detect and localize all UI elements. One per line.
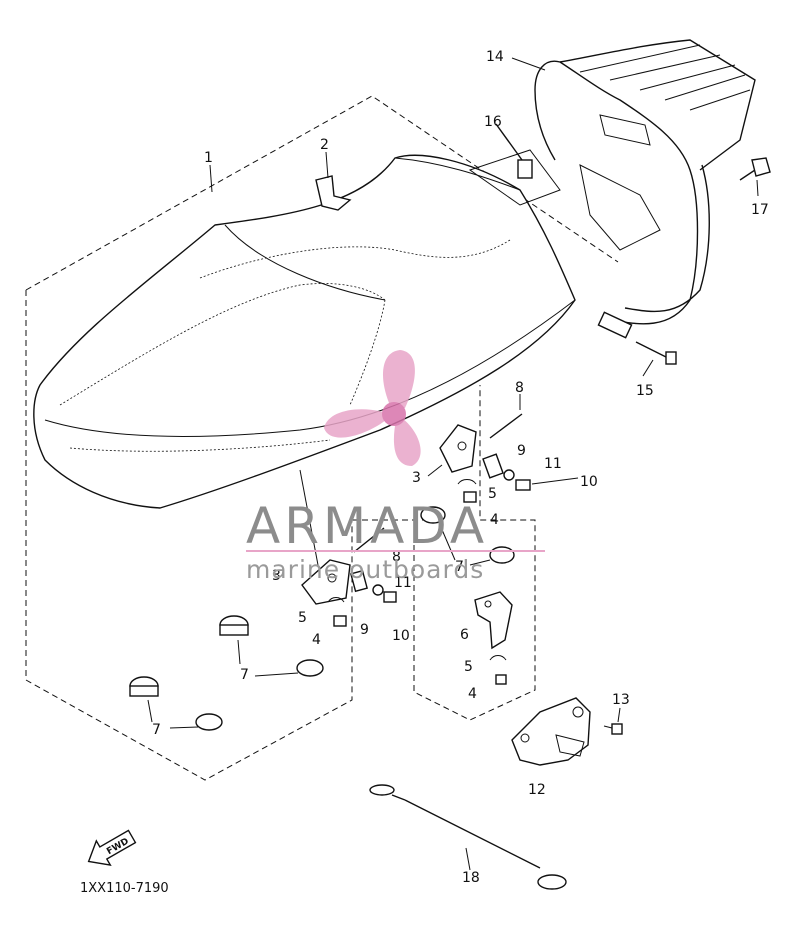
callout-7-front-a: 7 xyxy=(240,667,249,683)
callout-7-rear: 7 xyxy=(455,559,464,575)
front-damper-7f xyxy=(169,713,223,731)
callout-8-front: 8 xyxy=(392,549,401,565)
leader-lines xyxy=(209,57,546,566)
seat-hook xyxy=(315,175,352,211)
callout-9-rear: 9 xyxy=(517,443,526,459)
callout-3-front: 3 xyxy=(272,568,281,584)
callout-7-front-b: 7 xyxy=(152,722,161,738)
watermark: ARMADA marine outboards xyxy=(246,350,545,584)
catalog-code: 1XX110-7190 xyxy=(80,881,169,896)
rear-washer-11 xyxy=(503,469,515,481)
callout-14: 14 xyxy=(486,49,504,65)
callout-13: 13 xyxy=(612,692,630,708)
rear-washer-5 xyxy=(457,479,477,485)
callout-18: 18 xyxy=(462,870,480,886)
rear-damper-7a xyxy=(420,506,456,561)
callout-4-rear: 4 xyxy=(490,512,499,528)
callout-9-front: 9 xyxy=(360,622,369,638)
lock-hook-6 xyxy=(474,591,513,685)
watermark-tagline: marine outboards xyxy=(246,555,484,584)
callout-15: 15 xyxy=(636,383,654,399)
front-bracket-3 xyxy=(301,559,351,605)
callout-5-lower: 5 xyxy=(464,659,473,675)
front-clip-9 xyxy=(350,569,368,593)
seat xyxy=(33,154,576,509)
rear-bracket-3 xyxy=(439,424,477,473)
callout-10-rear: 10 xyxy=(580,474,598,490)
callout-4-lower: 4 xyxy=(468,686,477,702)
callout-6: 6 xyxy=(460,627,469,643)
callout-16: 16 xyxy=(484,114,502,130)
bolt-15 xyxy=(635,341,677,377)
callout-11-rear: 11 xyxy=(544,456,562,472)
rear-clip-9 xyxy=(482,453,504,479)
bolt-17 xyxy=(739,157,771,197)
callout-3-rear: 3 xyxy=(412,470,421,486)
front-damper-7e xyxy=(129,676,159,723)
callout-5-front: 5 xyxy=(298,610,307,626)
rear-bolt-8 xyxy=(489,394,523,439)
rear-nut-4 xyxy=(463,491,477,503)
front-washer-5 xyxy=(327,597,345,603)
fwd-arrow-icon: FWD xyxy=(87,829,137,867)
seat-assembly-boundary xyxy=(25,95,619,781)
seat-latch-12 xyxy=(511,697,591,766)
callout-10-front: 10 xyxy=(392,628,410,644)
callout-8-rear: 8 xyxy=(515,380,524,396)
front-bolt-8 xyxy=(353,527,385,553)
front-bolt-10 xyxy=(383,591,397,603)
callout-17: 17 xyxy=(751,202,769,218)
watermark-brand: ARMADA xyxy=(246,497,488,555)
screw-13 xyxy=(603,707,623,735)
rear-mount-boundary xyxy=(413,385,536,721)
callout-2: 2 xyxy=(320,137,329,153)
callout-11-front: 11 xyxy=(394,575,412,591)
grab-bar-rack xyxy=(468,39,756,339)
front-washer-11 xyxy=(372,584,384,596)
callout-1: 1 xyxy=(204,150,213,166)
callout-5-rear: 5 xyxy=(488,486,497,502)
callout-4-front: 4 xyxy=(312,632,321,648)
propeller-logo-icon xyxy=(324,350,421,466)
bolt-16 xyxy=(495,123,533,179)
front-nut-4 xyxy=(333,615,347,627)
rear-bolt-10 xyxy=(515,477,579,491)
seat-cable-18 xyxy=(369,784,567,890)
callouts: 1 2 3 3 4 4 4 5 5 5 6 7 7 7 7 8 8 9 9 10… xyxy=(152,49,769,886)
front-damper-7c xyxy=(219,615,249,665)
callout-12: 12 xyxy=(528,782,546,798)
front-damper-7d xyxy=(254,659,324,677)
